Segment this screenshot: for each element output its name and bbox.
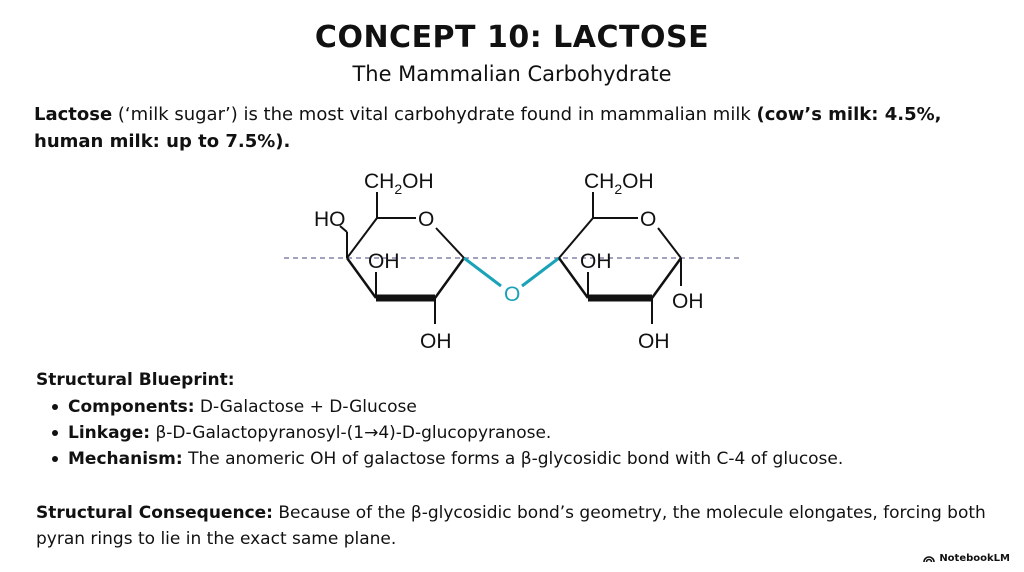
page-title: CONCEPT 10: LACTOSE [314, 20, 710, 55]
consequence-text: Because of the β-glycosidic bond’s geome… [36, 503, 986, 549]
gal-ring-oxygen: O [418, 208, 434, 231]
glc-ch2oh-label: CH2OH [584, 170, 654, 197]
glucose-ring [557, 192, 683, 324]
intro-term: Lactose [34, 104, 113, 125]
blueprint-list: Components: D-Galactose + D-Glucose Link… [50, 394, 843, 472]
gal-ho-label: HO [314, 208, 346, 231]
gal-oh-inner-label: OH [368, 250, 400, 273]
galactose-ring [339, 192, 466, 324]
blueprint-heading: Structural Blueprint: [36, 370, 235, 390]
glc-oh-right-label: OH [672, 290, 704, 313]
lactose-structure-diagram: CH2OH HO O OH OH O CH2OH O OH OH OH [284, 170, 740, 353]
intro-text: (‘milk sugar’) is the most vital carbohy… [112, 104, 757, 125]
consequence-paragraph: Structural Consequence: Because of the β… [36, 500, 996, 552]
glc-oh-inner-label: OH [580, 250, 612, 273]
list-item-text: β-D-Galactopyranosyl-(1→4)-D-glucopyrano… [150, 423, 552, 443]
list-item-text: D-Galactose + D-Glucose [194, 397, 417, 417]
list-item: Mechanism: The anomeric OH of galactose … [50, 446, 843, 472]
intro-paragraph: Lactose (‘milk sugar’) is the most vital… [34, 101, 994, 155]
list-item-label: Components: [68, 397, 195, 417]
list-item: Components: D-Galactose + D-Glucose [50, 394, 843, 420]
glc-oh-bottom-label: OH [638, 330, 670, 353]
consequence-label: Structural Consequence: [36, 503, 273, 523]
notebooklm-logo-icon [923, 556, 936, 563]
list-item-label: Mechanism: [68, 449, 183, 469]
list-item: Linkage: β-D-Galactopyranosyl-(1→4)-D-gl… [50, 420, 843, 446]
list-item-text: The anomeric OH of galactose forms a β-g… [182, 449, 844, 469]
page-subtitle: The Mammalian Carbohydrate [352, 62, 672, 86]
gal-oh-bottom-label: OH [420, 330, 452, 353]
brand-watermark: NotebookLM [923, 553, 1010, 564]
glc-ring-oxygen: O [640, 208, 656, 231]
glycosidic-bond-left [463, 256, 502, 288]
brand-name: NotebookLM [939, 553, 1010, 564]
gal-ch2oh-label: CH2OH [364, 170, 434, 197]
glycosidic-bond-right [521, 256, 560, 288]
intro-milk-values: (cow’s milk: 4.5%, human milk: up to 7.5… [34, 104, 942, 152]
list-item-label: Linkage: [68, 423, 151, 443]
glycosidic-oxygen: O [504, 283, 520, 306]
